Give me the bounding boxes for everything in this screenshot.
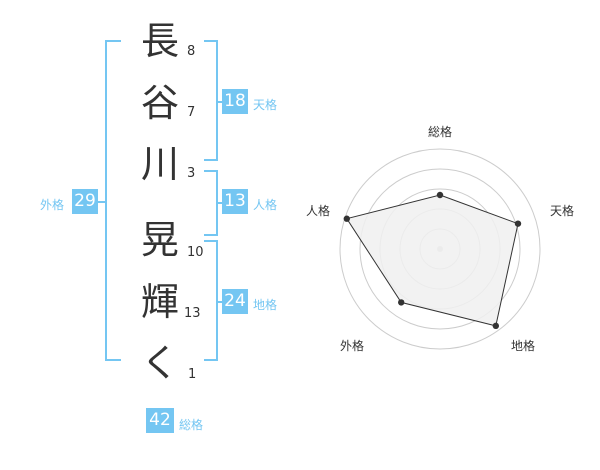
radar-label-gaikaku: 外格 <box>340 339 365 353</box>
soukaku-value: 42 <box>146 408 174 433</box>
stroke-count-2: 7 <box>187 105 196 120</box>
name-char-1: 長 <box>140 19 179 63</box>
stroke-count-4: 10 <box>187 245 204 260</box>
gaikaku-value: 29 <box>72 189 98 214</box>
chikaku-bracket <box>204 240 218 361</box>
radar-label-tenkaku: 天格 <box>550 204 575 218</box>
gaikaku-bracket <box>105 40 121 361</box>
name-char-3: 川 <box>140 142 179 186</box>
name-char-4: 晃 <box>140 218 179 262</box>
tenkaku-label: 天格 <box>253 98 278 112</box>
radar-point-4 <box>398 299 405 306</box>
radar-point-3 <box>492 322 500 330</box>
jinkaku-bracket <box>204 170 218 236</box>
radar-data-points <box>343 191 522 330</box>
stroke-count-6: 1 <box>188 367 197 382</box>
name-char-5: 輝 <box>140 280 179 324</box>
radar-grid-ring <box>359 168 521 330</box>
stroke-count-5: 13 <box>184 306 201 321</box>
radar-point-5 <box>343 215 350 222</box>
jinkaku-value: 13 <box>222 189 248 214</box>
chikaku-value: 24 <box>222 289 248 314</box>
chikaku-label: 地格 <box>253 298 278 312</box>
stroke-count-1: 8 <box>187 44 196 59</box>
chikaku-bracket-tick <box>218 301 222 303</box>
tenkaku-value: 18 <box>222 89 248 114</box>
radar-label-soukaku: 総格 <box>428 125 453 139</box>
jinkaku-label: 人格 <box>253 198 278 212</box>
radar-data-polygon <box>346 194 519 327</box>
radar-label-chikaku: 地格 <box>511 339 536 353</box>
tenkaku-bracket-tick <box>218 101 222 103</box>
name-char-6: く <box>140 341 179 385</box>
gaikaku-label: 外格 <box>40 198 65 212</box>
radar-point-2 <box>514 220 522 227</box>
jinkaku-bracket-tick <box>218 202 222 204</box>
gaikaku-bracket-tick <box>98 201 105 203</box>
stroke-count-3: 3 <box>187 166 196 181</box>
radar-grid-ring <box>339 148 541 350</box>
name-char-2: 谷 <box>140 81 179 125</box>
radar-point-1 <box>436 191 444 199</box>
radar-label-jinkaku: 人格 <box>306 204 331 218</box>
soukaku-label: 総格 <box>179 418 204 432</box>
tenkaku-bracket <box>204 40 218 161</box>
